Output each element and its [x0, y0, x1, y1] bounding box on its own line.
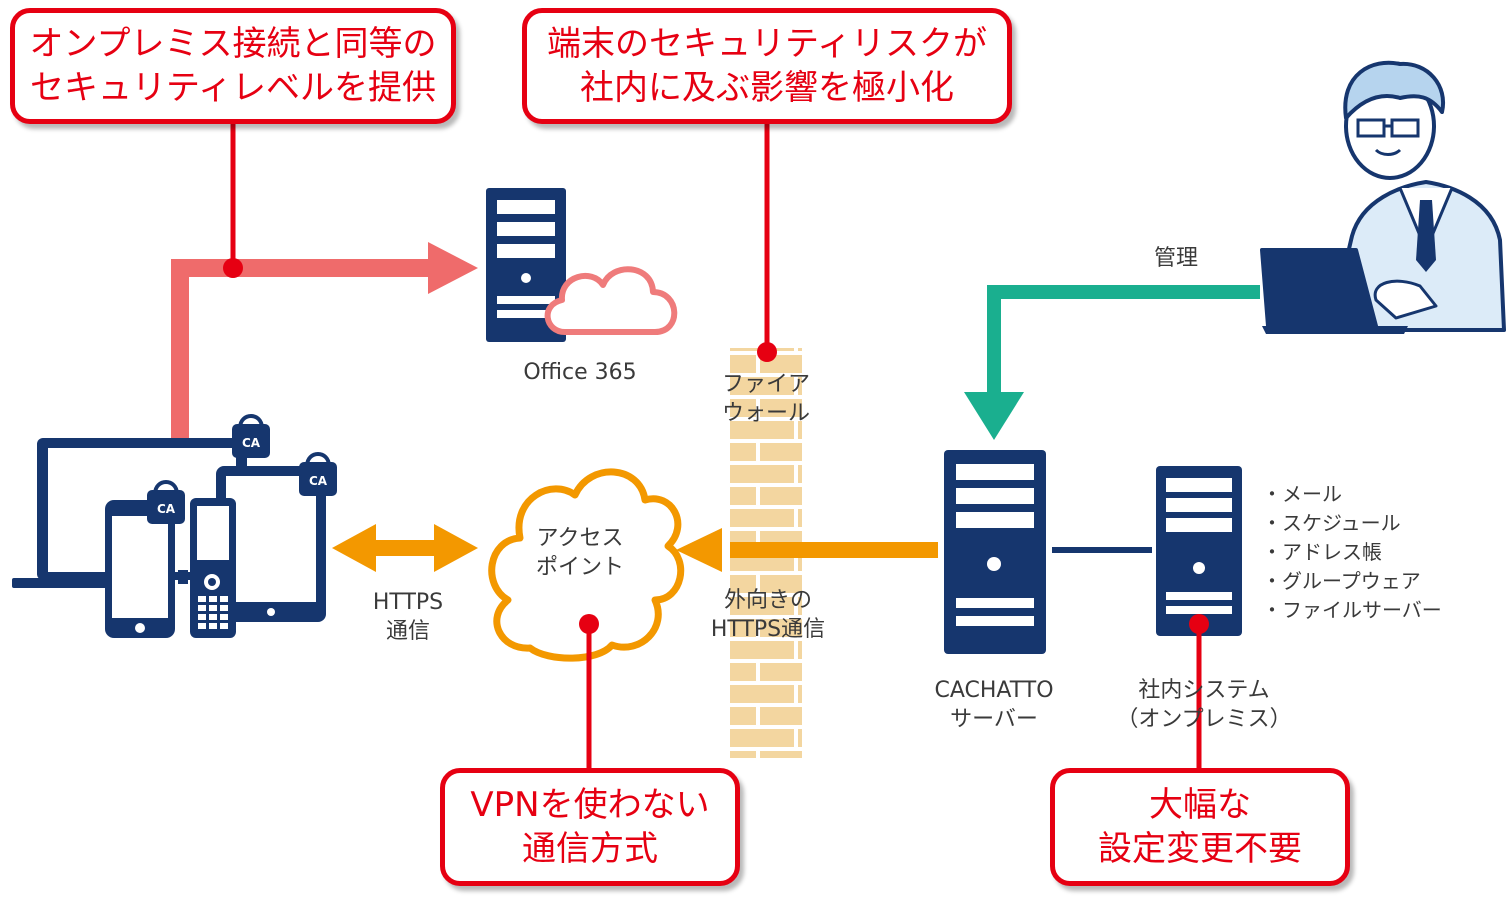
callout-line: 社内に及ぶ影響を極小化 [580, 68, 954, 108]
office365-label: Office 365 [523, 360, 637, 385]
internal-system-label: 社内システム （オンプレミス） [1104, 676, 1304, 734]
callout-line: 大幅な [1149, 785, 1251, 825]
callout-line: VPNを使わない [470, 785, 710, 825]
list-item: アドレス帳 [1262, 538, 1442, 567]
ca-badge-label: CA [157, 502, 176, 516]
outbound-https-label-line: 外向きの [723, 588, 812, 613]
internal-system-label-line: 社内システム [1138, 678, 1270, 703]
callout-connectors [223, 124, 1209, 770]
firewall-label: ファイア ウォール [696, 370, 836, 428]
cachatto-server-icon [944, 450, 1046, 654]
callout-line: オンプレミス接続と同等の [29, 24, 437, 64]
ca-badge-label: CA [309, 474, 328, 488]
outbound-https-label: 外向きの HTTPS通信 [686, 586, 850, 644]
list-item: スケジュール [1262, 509, 1442, 538]
feature-phone-icon [178, 498, 236, 638]
list-item: メール [1262, 480, 1442, 509]
internal-system-label-line: （オンプレミス） [1116, 707, 1292, 732]
https-label-line: 通信 [385, 619, 430, 644]
firewall-label-line: ウォール [721, 401, 810, 426]
callout-line: セキュリティレベルを提供 [30, 68, 436, 108]
access-point-label-line: ポイント [535, 555, 624, 580]
ca-lock-icon: CA [232, 414, 270, 458]
https-label: HTTPS 通信 [348, 588, 468, 646]
list-item: グループウェア [1262, 567, 1442, 596]
office365-arrow [171, 242, 478, 438]
callout-minimize-risk: 端末のセキュリティリスクが 社内に及ぶ影響を極小化 [522, 8, 1012, 124]
ca-lock-icon: CA [299, 452, 337, 496]
outbound-https-arrow [676, 528, 938, 572]
callout-onpremise-security: オンプレミス接続と同等の セキュリティレベルを提供 [10, 8, 456, 124]
outbound-https-label-line: HTTPS通信 [710, 617, 826, 642]
callout-line: 設定変更不要 [1098, 829, 1302, 869]
https-label-line: HTTPS [372, 590, 444, 615]
access-point-label-line: アクセス [536, 526, 624, 551]
ca-lock-icon: CA [147, 480, 185, 524]
smartphone-icon [105, 500, 175, 638]
list-item: ファイルサーバー [1262, 596, 1442, 625]
internal-services-list: メール スケジュール アドレス帳 グループウェア ファイルサーバー [1262, 480, 1442, 625]
administrator-icon [1260, 60, 1506, 334]
callout-no-config-change: 大幅な 設定変更不要 [1050, 768, 1350, 886]
cachatto-server-label-line: サーバー [950, 707, 1038, 732]
management-arrow [964, 285, 1260, 440]
callout-line: 通信方式 [522, 829, 658, 869]
ca-badge-label: CA [242, 436, 261, 450]
cachatto-server-label: CACHATTO サーバー [914, 676, 1074, 734]
management-label: 管理 [1153, 246, 1198, 271]
tablet-icon [216, 466, 326, 622]
office365-cloud-icon [544, 266, 678, 335]
cachatto-server-label-line: CACHATTO [934, 678, 1054, 703]
firewall-label-line: ファイア [721, 372, 810, 397]
client-devices: CA CA CA [12, 414, 337, 638]
https-double-arrow [332, 524, 478, 572]
internal-system-server-icon [1156, 466, 1242, 636]
office365-server-icon [486, 188, 566, 342]
callout-line: 端末のセキュリティリスクが [547, 24, 987, 64]
access-point-label: アクセス ポイント [515, 524, 645, 582]
access-point-cloud-icon [488, 468, 685, 662]
callout-no-vpn: VPNを使わない 通信方式 [440, 768, 740, 886]
